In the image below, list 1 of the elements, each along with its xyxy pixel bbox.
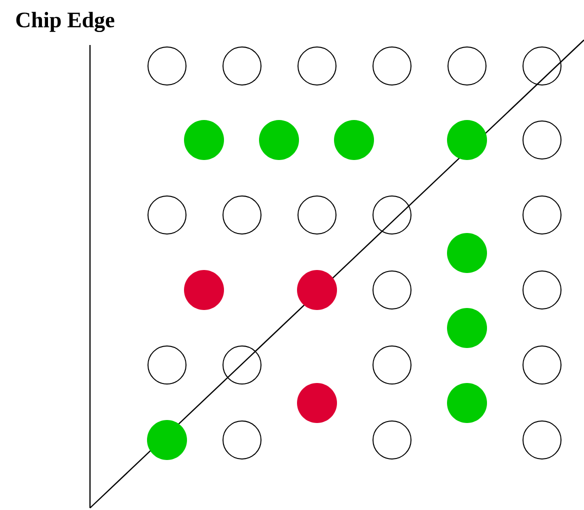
title: Chip Edge xyxy=(16,12,114,32)
